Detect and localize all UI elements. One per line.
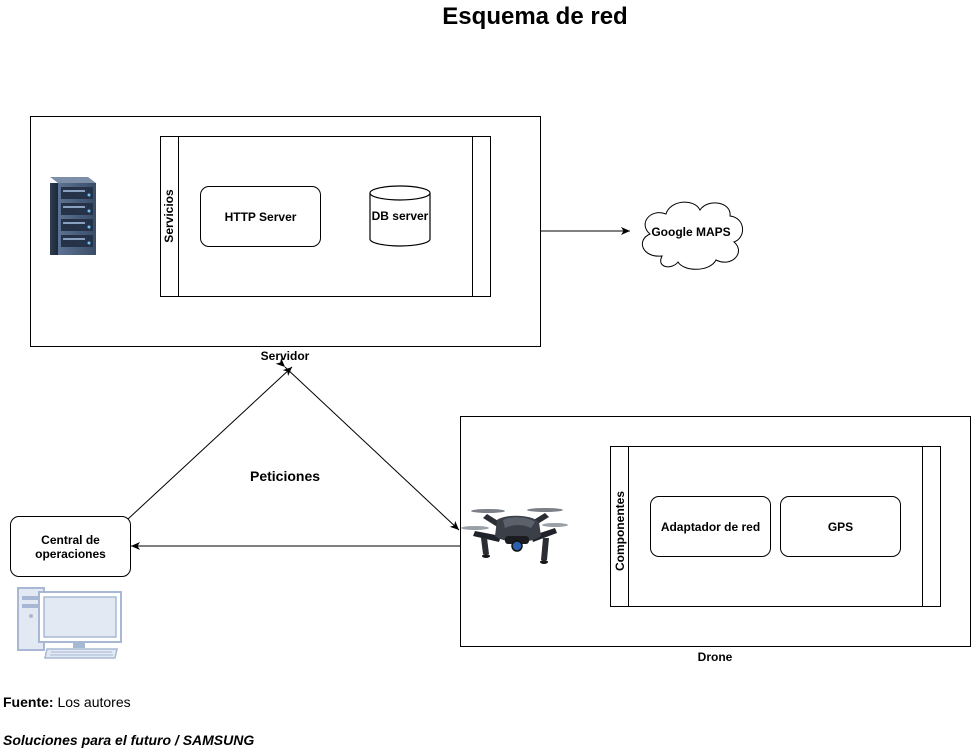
server-drone-arrow (275, 357, 460, 531)
db-server-label: DB server (371, 209, 429, 223)
peticiones-label: Peticiones (249, 468, 321, 484)
network-adapter-node: Adaptador de red (650, 496, 771, 557)
components-right-strip (922, 446, 941, 607)
desktop-computer-icon (17, 587, 122, 659)
gps-node: GPS (780, 496, 901, 557)
services-right-strip (472, 136, 491, 297)
central-operaciones-label: Central de operaciones (35, 532, 106, 561)
source-line: Fuente: Los autores (3, 694, 131, 710)
http-server-node: HTTP Server (200, 186, 321, 247)
services-label: Servicios (162, 189, 176, 243)
central-to-server-arrow (127, 366, 293, 520)
google-maps-label: Google MAPS (651, 225, 731, 239)
components-label: Componentes (613, 491, 627, 572)
drone-caption: Drone (697, 650, 733, 664)
drone-icon (461, 508, 568, 564)
credit-line: Soluciones para el futuro / SAMSUNG (3, 732, 255, 748)
database-icon (369, 185, 431, 247)
components-header-strip (610, 446, 629, 607)
server-rack-icon (50, 177, 96, 255)
source-bold: Fuente: (3, 694, 54, 710)
diagram-title: Esquema de red (442, 3, 628, 30)
central-operaciones-node: Central de operaciones (10, 516, 131, 577)
source-text: Los autores (53, 694, 131, 710)
services-header-strip (160, 136, 179, 297)
server-caption: Servidor (260, 349, 310, 363)
cloud-icon (641, 201, 743, 270)
